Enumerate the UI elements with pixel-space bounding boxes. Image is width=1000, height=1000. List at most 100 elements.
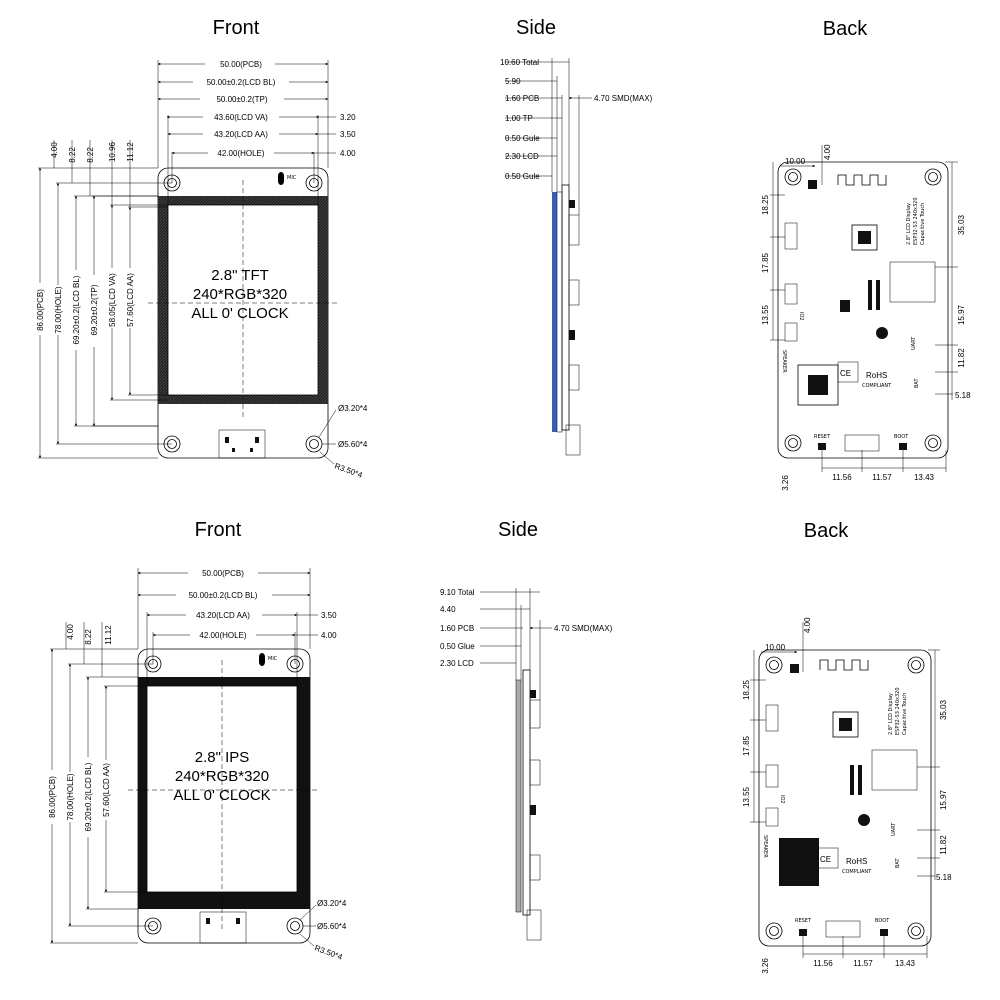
- back-left-dim-2: 13.55: [761, 304, 770, 325]
- uart-label: UART: [891, 822, 897, 836]
- back-right-dim-3: 5.18: [955, 391, 971, 400]
- title-side-top: Side: [516, 17, 556, 39]
- dim-small-1: 8.22: [68, 147, 77, 163]
- dim-small-2: 8.22: [86, 147, 95, 163]
- battery-pad: [779, 838, 819, 886]
- mounting-holes: [765, 656, 925, 940]
- speaker-label: SPEAKER: [781, 350, 787, 373]
- side-label-2: 1.60 PCB: [505, 94, 539, 103]
- screen-text-line3: ALL 0' CLOCK: [191, 305, 288, 322]
- back-bottom-dim-3: 13.43: [895, 959, 916, 968]
- board-label-3: Capacitive Touch: [902, 693, 908, 735]
- mounting-holes: [784, 168, 942, 452]
- mic-label: MIC: [268, 656, 278, 662]
- dim-v-0: 86.00(PCB): [36, 289, 45, 331]
- dim-right-1: 4.00: [321, 631, 337, 640]
- dim-v-3: 57.60(LCD AA): [102, 763, 111, 817]
- dim-hole-1: Ø5.60*4: [317, 922, 347, 931]
- usb-connector: [199, 911, 247, 944]
- back-left-dim-0: 18.25: [761, 194, 770, 215]
- back-right-dim-2: 11.82: [957, 348, 966, 368]
- pcb-outline: [777, 161, 949, 459]
- screen-text-line3: ALL 0' CLOCK: [173, 787, 270, 804]
- screen-text-line2: 240*RGB*320: [193, 286, 287, 303]
- screen-text-line2: 240*RGB*320: [175, 768, 269, 785]
- sd-slot: [871, 749, 918, 791]
- back-right-dim-0: 35.03: [939, 699, 948, 720]
- side-view-top: 10.60 Total 5.90 1.60 PCB 1.00 TP 0.50 G…: [500, 58, 653, 456]
- dim-v-4: 58.05(LCD VA): [108, 273, 117, 327]
- side-label-0: 10.60 Total: [500, 58, 539, 67]
- ce-mark: CE: [840, 369, 851, 378]
- back-top-dim-1: 4.00: [803, 617, 812, 633]
- back-left-dim-1: 17.85: [742, 735, 751, 756]
- back-bottom-dim-2: 11.57: [872, 473, 892, 482]
- usb-port: [825, 920, 861, 938]
- back-right-dim-3: 5.18: [936, 873, 952, 882]
- pcb-outline: [758, 649, 932, 947]
- esp32-chip: [851, 224, 878, 251]
- lcd-layer: [552, 192, 557, 432]
- dim-v-3: 69.20±0.2(TP): [90, 284, 99, 335]
- dim-h-0: 50.00(PCB): [202, 569, 244, 578]
- back-left-dim-2: 13.55: [742, 786, 751, 807]
- boot-button: [880, 929, 888, 936]
- board-label-1: 2.8" LCD Display: [888, 693, 894, 735]
- dim-h-3: 42.00(HOLE): [199, 631, 246, 640]
- dim-h-2: 50.00±0.2(TP): [216, 95, 267, 104]
- title-side-bottom: Side: [498, 519, 538, 541]
- reset-label: RESET: [814, 434, 831, 440]
- dim-hole-1: Ø5.60*4: [338, 440, 368, 449]
- back-top-dim-0: 10.00: [765, 643, 786, 652]
- dim-v-1: 78.00(HOLE): [66, 773, 75, 820]
- esp32-chip: [832, 711, 859, 738]
- back-bottom-dim-1: 11.56: [832, 473, 852, 482]
- board-label-2: ESP32-S3 240x320: [913, 197, 919, 245]
- connector-2: [784, 283, 798, 305]
- dim-v-2: 69.20±0.2(LCD BL): [72, 275, 81, 344]
- io2-label: IO2: [798, 312, 804, 321]
- side-label-4: 2.30 LCD: [440, 659, 474, 668]
- boot-label: BOOT: [894, 434, 909, 440]
- back-right-dim-0: 35.03: [957, 214, 966, 235]
- dim-small-0: 4.00: [50, 142, 59, 158]
- mic-label: MIC: [287, 175, 297, 181]
- back-bottom-dim-3: 13.43: [914, 473, 935, 482]
- front-view-top: 2.8" TFT 240*RGB*320 ALL 0' CLOCK MIC: [34, 58, 368, 480]
- back-bottom-dim-2: 11.57: [853, 959, 873, 968]
- side-label-2: 1.60 PCB: [440, 624, 474, 633]
- bat-label: BAT: [895, 858, 901, 868]
- speaker-connector: [784, 322, 798, 342]
- back-bottom-dim-1: 11.56: [813, 959, 833, 968]
- dim-h-0: 50.00(PCB): [220, 60, 262, 69]
- dim-right-2: 4.00: [340, 149, 356, 158]
- mic-icon: [278, 172, 284, 185]
- side-label-4: 0.50 Gule: [505, 134, 540, 143]
- back-top-dim-0: 10.00: [785, 157, 806, 166]
- rohs-compliant: COMPLIANT: [862, 383, 892, 389]
- dim-v-5: 57.60(LCD AA): [126, 273, 135, 327]
- board-label-3: Capacitive Touch: [920, 203, 926, 245]
- back-right-dim-1: 15.97: [939, 789, 948, 810]
- side-smd: 4.70 SMD(MAX): [594, 94, 653, 103]
- side-label-6: 0.50 Gule: [505, 172, 540, 181]
- dim-right-0: 3.20: [340, 113, 356, 122]
- back-left-dim-0: 18.25: [742, 679, 751, 700]
- side-label-0: 9.10 Total: [440, 588, 475, 597]
- side-smd: 4.70 SMD(MAX): [554, 624, 613, 633]
- back-left-dim-1: 17.85: [761, 252, 770, 273]
- usb-side: [565, 424, 581, 456]
- dim-hole-0: Ø3.20*4: [317, 899, 347, 908]
- back-right-dim-1: 15.97: [957, 304, 966, 325]
- pcb-layer: [522, 669, 531, 916]
- boot-button: [899, 443, 907, 450]
- dim-h-2: 43.20(LCD AA): [196, 611, 250, 620]
- io2-label: IO2: [779, 795, 785, 804]
- uart-label: UART: [911, 336, 917, 350]
- back-view-bottom: CE RoHS COMPLIANT 2.8" LCD Display ESP32…: [742, 617, 952, 974]
- back-view-top: CE RoHS COMPLIANT 2.8" LCD Display ESP32…: [761, 144, 971, 491]
- dim-small-3: 10.96: [108, 141, 117, 162]
- front-view-bottom: 2.8" IPS 240*RGB*320 ALL 0' CLOCK MIC 50…: [46, 567, 347, 962]
- bat-label: BAT: [914, 378, 920, 388]
